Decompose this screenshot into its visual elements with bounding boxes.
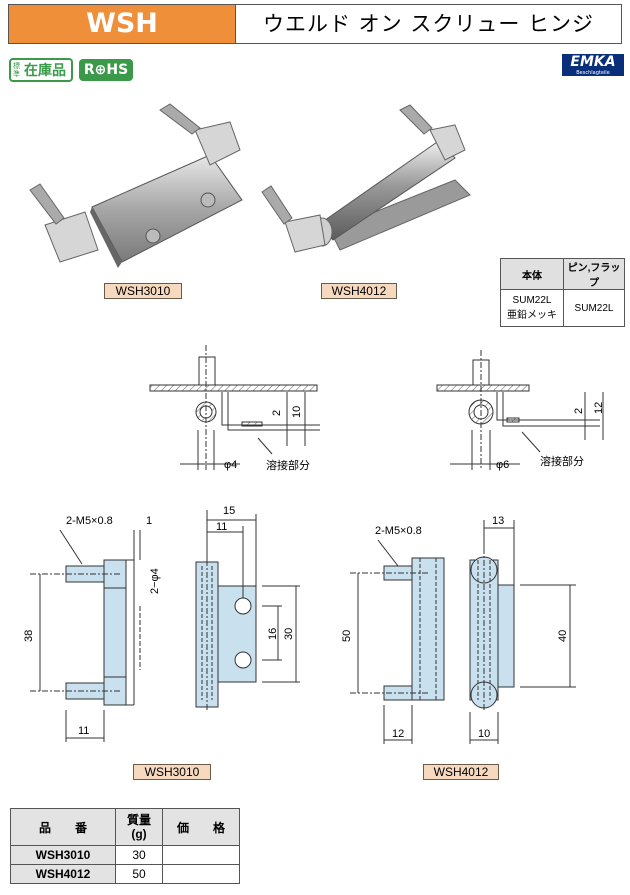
emka-logo: EMKA Beschlagteile (562, 54, 624, 76)
material-body-line2: 亜鉛メッキ (507, 310, 557, 321)
front-view-wsh4012 (350, 539, 445, 744)
stock-badge: 標準 在庫品 (9, 58, 73, 82)
side-view-wsh3010 (195, 510, 300, 712)
front-left-height: 38 (23, 630, 35, 642)
spec-row-weight: 50 (115, 864, 163, 884)
sect-right-weld: 溶接部分 (540, 454, 584, 468)
front-right-thread: 2-M5×0.8 (375, 525, 422, 537)
rohs-badge: R⊕HS (79, 59, 133, 81)
front-left-width: 11 (78, 725, 89, 737)
spec-row-price (162, 845, 240, 865)
sect-right-dia: φ6 (496, 459, 509, 471)
material-body-line1: SUM22L (512, 295, 552, 306)
front-left-d2: 2−φ4 (149, 568, 161, 594)
photo-wsh3010 (29, 103, 243, 268)
photo-wsh4012 (261, 104, 471, 253)
sect-right-dim-bottom: 12 (593, 402, 605, 414)
front-left-thread: 2-M5×0.8 (66, 515, 113, 527)
spec-table: 品 番 質量 (g) 価 格 WSH3010 30 WSH4012 50 (10, 808, 240, 884)
material-pin-cell: SUM22L (563, 289, 625, 327)
stock-badge-prefix: 標準 (13, 62, 20, 78)
sect-left-dim-top: 2 (271, 410, 283, 416)
side-view-wsh4012 (469, 520, 576, 744)
side-right-w1: 13 (492, 515, 504, 527)
side-left-w1: 15 (223, 505, 235, 517)
side-left-w2: 11 (216, 521, 227, 533)
photo-label-wsh4012: WSH4012 (321, 283, 397, 299)
product-title: ウエルド オン スクリュー ヒンジ (236, 4, 622, 44)
front-left-d1: 1 (146, 515, 152, 527)
stock-badge-label: 在庫品 (24, 63, 66, 79)
photo-label-wsh3010: WSH3010 (104, 283, 182, 299)
sect-left-weld: 溶接部分 (266, 458, 310, 472)
side-left-h2: 30 (283, 628, 295, 640)
material-header-body: 本体 (500, 258, 564, 290)
spec-row-weight: 30 (115, 845, 163, 865)
spec-row-price (162, 864, 240, 884)
front-right-height: 50 (341, 630, 353, 642)
sect-left-dia: φ4 (224, 459, 237, 471)
product-code-header: WSH (8, 4, 236, 44)
spec-row-code: WSH3010 (10, 845, 116, 865)
side-right-w2: 10 (478, 728, 490, 740)
material-table: 本体 ピン,フラップ SUM22L 亜鉛メッキ SUM22L (500, 258, 625, 327)
drawing-label-wsh4012: WSH4012 (423, 764, 499, 780)
table-row: WSH4012 50 (10, 864, 240, 884)
table-row: WSH3010 30 (10, 845, 240, 865)
sect-left-dim-bottom: 10 (291, 406, 303, 418)
section-view-right (436, 350, 604, 470)
spec-header-weight: 質量 (g) (115, 808, 163, 846)
side-left-h1: 16 (267, 628, 279, 640)
drawing-label-wsh3010: WSH3010 (133, 764, 211, 780)
spec-header-code: 品 番 (10, 808, 116, 846)
logo-subtext: Beschlagteile (576, 70, 610, 76)
sect-right-dim-top: 2 (573, 408, 585, 414)
side-right-h1: 40 (557, 630, 569, 642)
front-view-wsh3010 (30, 529, 141, 742)
front-right-width: 12 (392, 728, 404, 740)
section-view-left (149, 345, 320, 470)
material-body-cell: SUM22L 亜鉛メッキ (500, 289, 564, 327)
spec-header-price: 価 格 (162, 808, 240, 846)
logo-text: EMKA (570, 54, 616, 70)
spec-row-code: WSH4012 (10, 864, 116, 884)
material-header-pin: ピン,フラップ (563, 258, 625, 290)
